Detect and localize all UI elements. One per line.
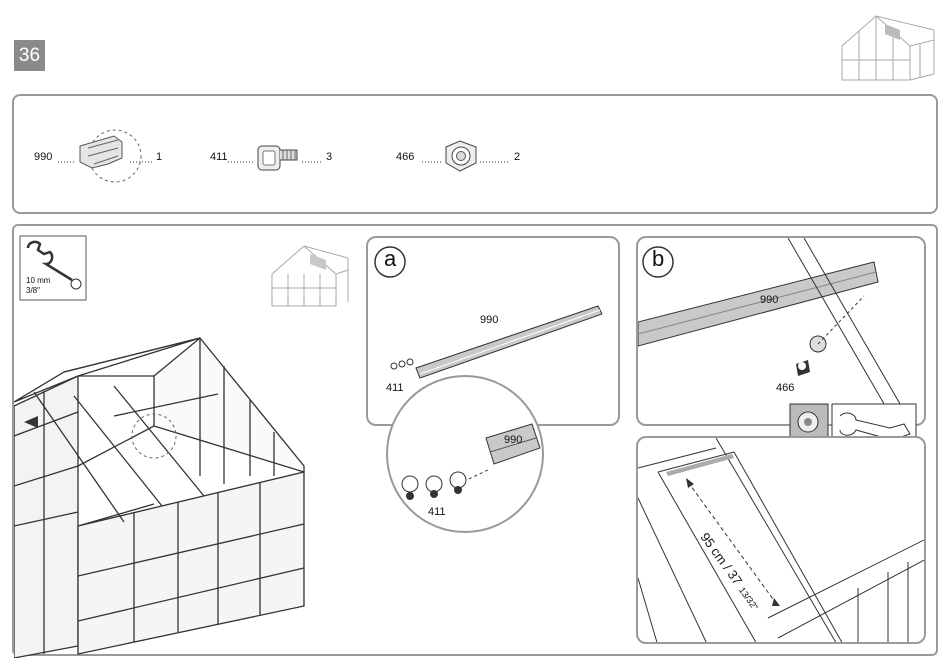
inset-b-illustration (638, 238, 926, 426)
zoom-bolt-label: 411 (428, 506, 446, 518)
part-466-code: 466 (396, 151, 414, 163)
inset-a-illustration (368, 238, 622, 428)
inset-a: a 990 411 (366, 236, 620, 426)
inset-b: b 990 466 (636, 236, 926, 426)
part-990-code: 990 (34, 151, 52, 163)
inset-c-illustration (638, 438, 926, 644)
inset-a-bolt-label: 411 (386, 382, 404, 394)
part-411-code: 411 (210, 151, 228, 163)
tool-size-in: 3/8" (26, 286, 40, 295)
bolt-icon (258, 146, 297, 170)
part-990-qty: 1 (156, 151, 162, 163)
inset-c: 95 cm / 37 13/32" (636, 436, 926, 644)
inset-b-nut-label: 466 (776, 382, 794, 394)
inset-b-profile-label: 990 (760, 294, 778, 306)
inset-b-letter: b (652, 246, 664, 272)
inset-a-profile-label: 990 (480, 314, 498, 326)
parts-illustrations (14, 96, 940, 216)
nut-icon (446, 141, 476, 171)
part-466-qty: 2 (514, 151, 520, 163)
zoom-profile-label: 990 (504, 434, 522, 446)
profile-part-icon (80, 130, 141, 182)
tool-size-mm: 10 mm (26, 276, 50, 285)
inset-a-letter: a (384, 246, 396, 272)
step-number: 36 (14, 40, 45, 71)
parts-list-panel: 990 1 411 3 466 2 (12, 94, 938, 214)
part-411-qty: 3 (326, 151, 332, 163)
bolt-small-icons (391, 359, 413, 369)
greenhouse-overview-icon (0, 0, 950, 90)
